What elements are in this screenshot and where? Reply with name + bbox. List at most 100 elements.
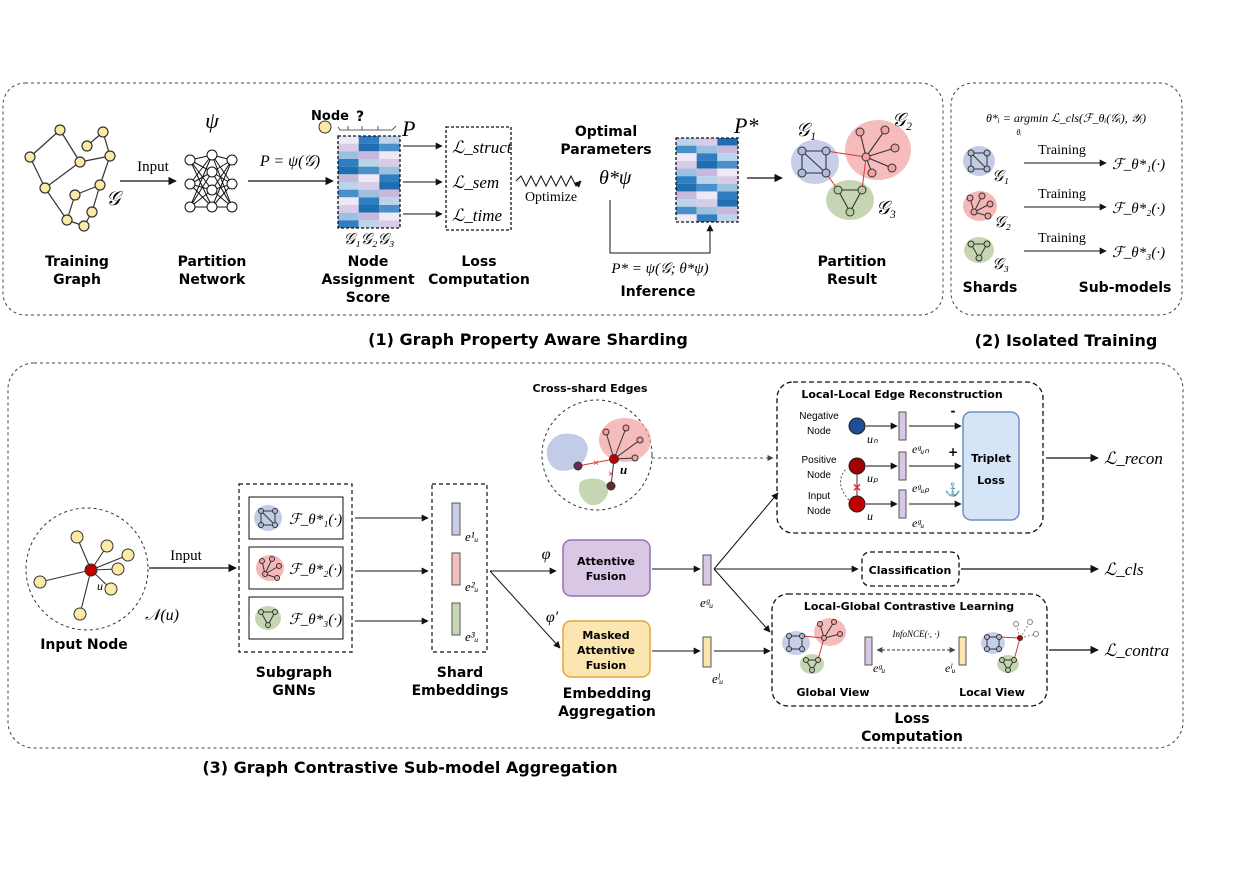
- gnn-label-2: ℱ_θ*₂(·): [289, 562, 342, 578]
- partition-result-2: Result: [827, 272, 877, 288]
- attentive-fusion-1: Attentive: [577, 555, 635, 568]
- matrix-cell: [379, 166, 400, 175]
- embedding-label-3: e³ᵤ: [465, 629, 479, 644]
- submodel-1: ℱ_θ*₁(·): [1112, 157, 1165, 173]
- shards-label: Shards: [963, 280, 1018, 296]
- neg-embedding: [898, 411, 907, 441]
- matrix-cell: [696, 183, 718, 192]
- input-node-1: Input: [808, 491, 830, 502]
- matrix-cell: [676, 168, 697, 177]
- triplet-loss-2: Loss: [977, 474, 1005, 487]
- matrix-cell: [358, 212, 380, 221]
- embedding-label-1: e¹ᵤ: [465, 529, 479, 544]
- input-node-circle: [25, 507, 149, 631]
- matrix-cell: [696, 199, 718, 207]
- input-embedding: [898, 489, 907, 519]
- matrix-cell: [379, 197, 400, 205]
- neg-embedding-label: eᵍᵤₙ: [912, 442, 929, 456]
- embedding-aggregation-2: Aggregation: [558, 704, 656, 720]
- matrix-cell: [717, 160, 738, 169]
- loss-computation-2: Computation: [428, 272, 530, 288]
- node-marker: [318, 120, 332, 134]
- matrix-cell: [676, 199, 697, 207]
- partition-formula: P = ψ(𝒢): [259, 153, 320, 170]
- gnn-label-1: ℱ_θ*₁(·): [289, 512, 342, 528]
- submodels-label: Sub-models: [1079, 280, 1172, 296]
- matrix-cell: [379, 205, 400, 213]
- svg-text:×: ×: [593, 458, 599, 469]
- matrix-cell: [676, 191, 697, 200]
- result-g2: 𝒢₂: [892, 110, 913, 131]
- matrix-cell: [676, 138, 697, 146]
- optimize-arrow: [515, 174, 582, 188]
- embedding-bar-3: [451, 602, 461, 636]
- shard-embeddings-2: Embeddings: [412, 683, 509, 699]
- reconstruction-box: [776, 381, 1044, 534]
- optimal-matrix: [676, 138, 738, 222]
- loss-time: ℒ_time: [452, 206, 502, 225]
- shard-embeddings-1: Shard: [437, 665, 483, 681]
- pos-embedding-label: eᵍᵤₚ: [912, 481, 930, 495]
- infonce-label: InfoNCE(·, ·): [892, 629, 940, 639]
- input-node-dot: [848, 495, 866, 513]
- training-label-2: Training: [1038, 187, 1086, 202]
- loss-sem: ℒ_sem: [452, 173, 499, 192]
- submodel-3: ℱ_θ*₃(·): [1112, 245, 1165, 261]
- classification-box: [861, 551, 960, 587]
- cross-shard-graph: × ×: [546, 418, 651, 506]
- embedding-aggregation-1: Embedding: [563, 686, 652, 702]
- panel2-caption: (2) Isolated Training: [975, 331, 1158, 350]
- partition-result-1: Partition: [818, 254, 887, 270]
- partition-network-label-1: Partition: [178, 254, 247, 270]
- embedding-bar-2: [451, 552, 461, 586]
- negative-node-2: Node: [807, 426, 831, 437]
- partition-network-label-2: Network: [179, 272, 246, 288]
- inference-formula: P* = ψ(𝒢; θ*ψ): [610, 261, 708, 277]
- matrix-cell: [676, 153, 697, 161]
- matrix-cell: [717, 214, 738, 222]
- matrix-cell: [717, 199, 738, 207]
- node-assignment-label-2: Assignment: [321, 272, 414, 288]
- training-label-1: Training: [1038, 143, 1086, 158]
- training-graph-label-2: Graph: [53, 272, 101, 288]
- matrix-cell: [379, 159, 400, 167]
- cross-shard-title: Cross-shard Edges: [533, 382, 648, 395]
- matrix-cell: [696, 206, 718, 215]
- up-label: uₚ: [867, 471, 879, 485]
- training-graph-label-1: Training: [45, 254, 109, 270]
- un-label: uₙ: [867, 432, 878, 446]
- partition-result: [791, 120, 911, 220]
- psi-symbol: ψ: [205, 108, 219, 133]
- reconstruction-title: Local-Local Edge Reconstruction: [801, 388, 1002, 401]
- loss-box: [445, 126, 512, 231]
- result-g1: 𝒢₁: [796, 120, 816, 141]
- contrast-eg-label: eᵍᵤ: [873, 661, 885, 675]
- p-symbol: P: [401, 116, 415, 141]
- matrix-cell: [358, 174, 380, 182]
- eg-label: eᵍᵤ: [700, 595, 713, 610]
- optimal-params-1: Optimal: [575, 124, 637, 140]
- inference-arrow: [609, 200, 714, 254]
- matrix-cell: [696, 153, 718, 161]
- matrix-cell: [338, 189, 359, 198]
- matrix-cell: [717, 176, 738, 184]
- node-assignment-label-1: Node: [348, 254, 389, 270]
- node-assignment-label-3: Score: [346, 290, 390, 306]
- matrix-cell: [379, 143, 400, 152]
- masked-fusion-1: Masked: [582, 629, 629, 642]
- matrix-cell: [676, 214, 697, 222]
- matrix-cell: [338, 205, 359, 213]
- contrastive-title: Local-Global Contrastive Learning: [804, 600, 1014, 613]
- loss-cls: ℒ_cls: [1104, 560, 1144, 579]
- assignment-matrix: [338, 136, 400, 228]
- matrix-cell: [379, 182, 400, 190]
- cross-shard-circle: [541, 399, 653, 511]
- matrix-cell: [696, 191, 718, 200]
- matrix-cell: [717, 168, 738, 177]
- shard-icon-1: [963, 146, 995, 176]
- panel2-formula-sub: θᵢ: [1016, 128, 1021, 137]
- classification-label: Classification: [869, 564, 952, 577]
- neighborhood-label: 𝒩(u): [145, 607, 179, 624]
- matrix-cell: [379, 189, 400, 198]
- matrix-cell: [338, 182, 359, 190]
